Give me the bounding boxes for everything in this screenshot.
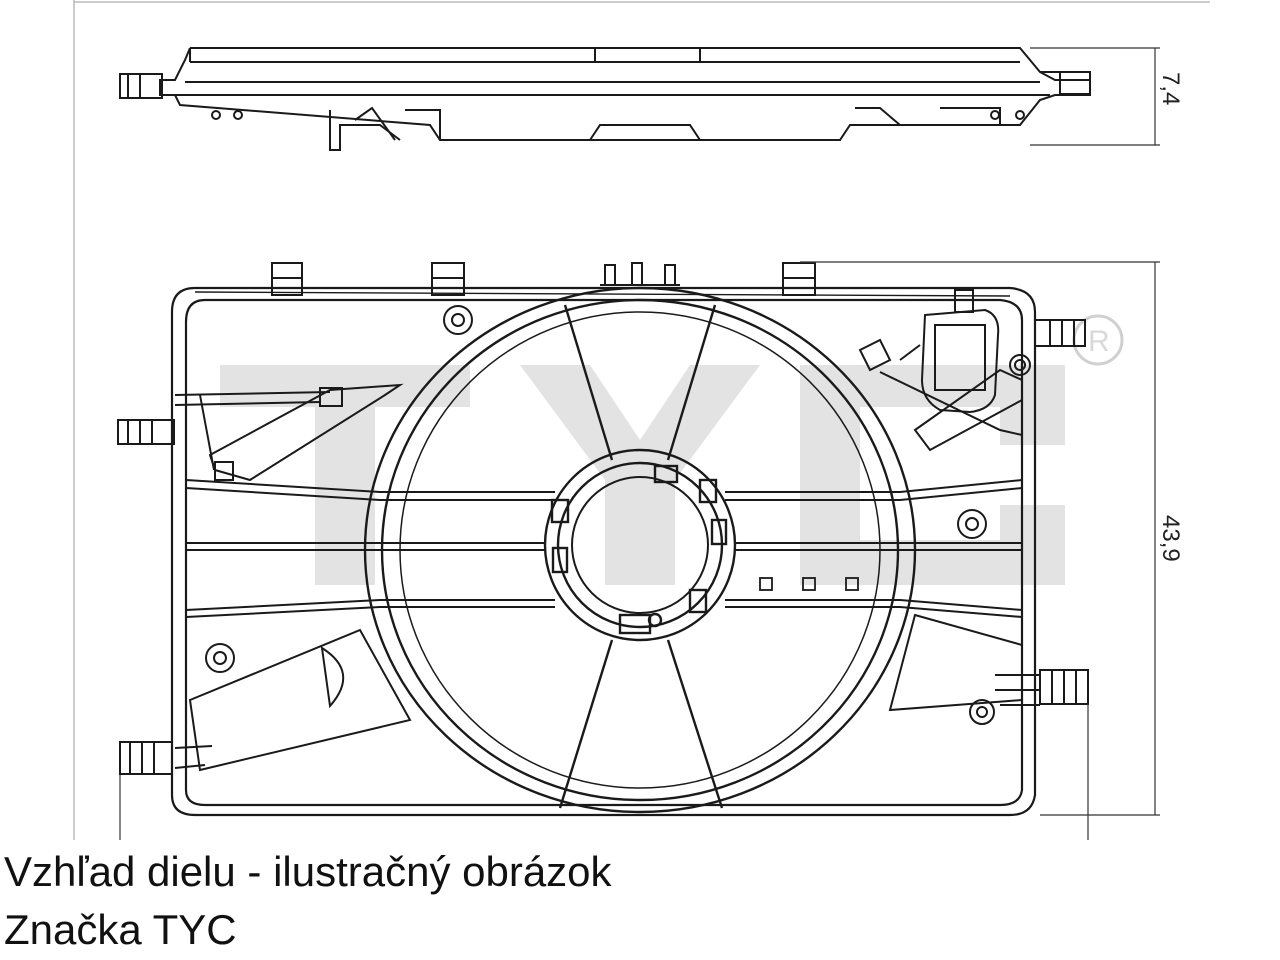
frame-lines bbox=[73, 0, 1210, 840]
strut-slots bbox=[759, 577, 859, 591]
thickness-label: 7,4 bbox=[1157, 72, 1184, 105]
lower-left-bracket bbox=[174, 628, 412, 772]
cable-channel-upper-left bbox=[174, 383, 404, 482]
electrical-connector bbox=[858, 289, 1031, 452]
front-view-frame bbox=[170, 286, 1037, 817]
height-label: 43,9 bbox=[1157, 515, 1184, 562]
caption-illustration-note: Vzhľad dielu - ilustračný obrázok bbox=[4, 848, 612, 895]
horizontal-struts bbox=[185, 479, 1023, 618]
registered-mark-icon: R bbox=[1072, 314, 1124, 366]
top-mounting-tabs bbox=[271, 262, 816, 296]
top-view bbox=[119, 47, 1091, 151]
watermark-logo bbox=[220, 365, 1065, 585]
registered-mark-letter: R bbox=[1088, 325, 1110, 358]
height-dimension bbox=[119, 261, 1160, 840]
radial-struts bbox=[558, 304, 724, 809]
technical-drawing: R 7,4 bbox=[73, 0, 1210, 840]
side-mounting-clips bbox=[117, 319, 1089, 775]
thickness-dimension bbox=[1030, 47, 1160, 146]
motor-hub bbox=[543, 448, 737, 642]
caption-brand: Značka TYC bbox=[4, 906, 237, 953]
lower-right-bracket bbox=[888, 613, 1040, 725]
mounting-bosses bbox=[205, 305, 987, 673]
